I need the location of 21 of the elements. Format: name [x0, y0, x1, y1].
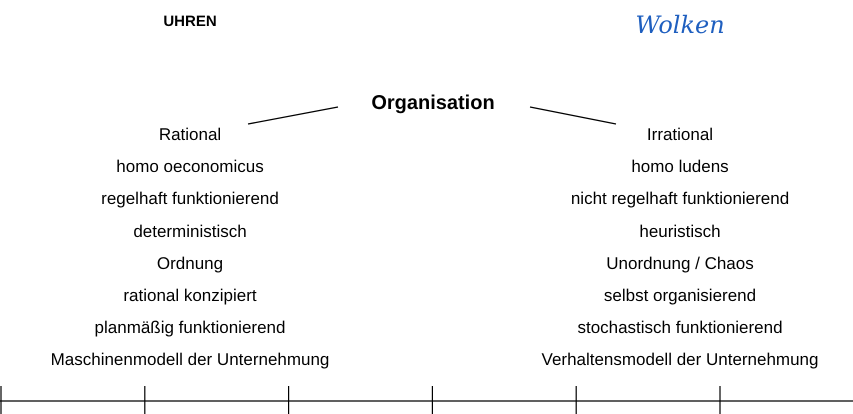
column-title: UHREN — [163, 12, 217, 32]
column-title: Wolken — [635, 15, 725, 35]
list-item-text: Maschinenmodell der Unternehmung — [50, 350, 330, 370]
connector-line — [530, 106, 616, 125]
list-item-text: selbst organisierend — [604, 286, 756, 306]
list-item-text: Unordnung / Chaos — [606, 254, 754, 274]
list-item-text: nicht regelhaft funktionierend — [570, 189, 790, 210]
list-item-text: rational konzipiert — [123, 286, 257, 306]
list-item-text: stochastisch funktionierend — [577, 318, 783, 338]
connector-line — [248, 106, 338, 125]
column-heading: Rational — [140, 123, 240, 147]
list-item-text: deterministisch — [133, 222, 247, 242]
list-item-text: Verhaltensmodell der Unternehmung — [542, 350, 818, 370]
heading-text: Organisation — [351, 91, 515, 115]
list-item-text: planmäßig funktionierend — [94, 318, 286, 338]
list-item-text: regelhaft funktionierend — [101, 189, 279, 210]
list-item-text: Ordnung — [156, 254, 224, 274]
list-item-text: heuristisch — [639, 222, 721, 242]
list-item-text: homo ludens — [631, 157, 729, 178]
list-item-text: homo oeconomicus — [116, 157, 264, 178]
column-heading: Irrational — [628, 123, 732, 147]
